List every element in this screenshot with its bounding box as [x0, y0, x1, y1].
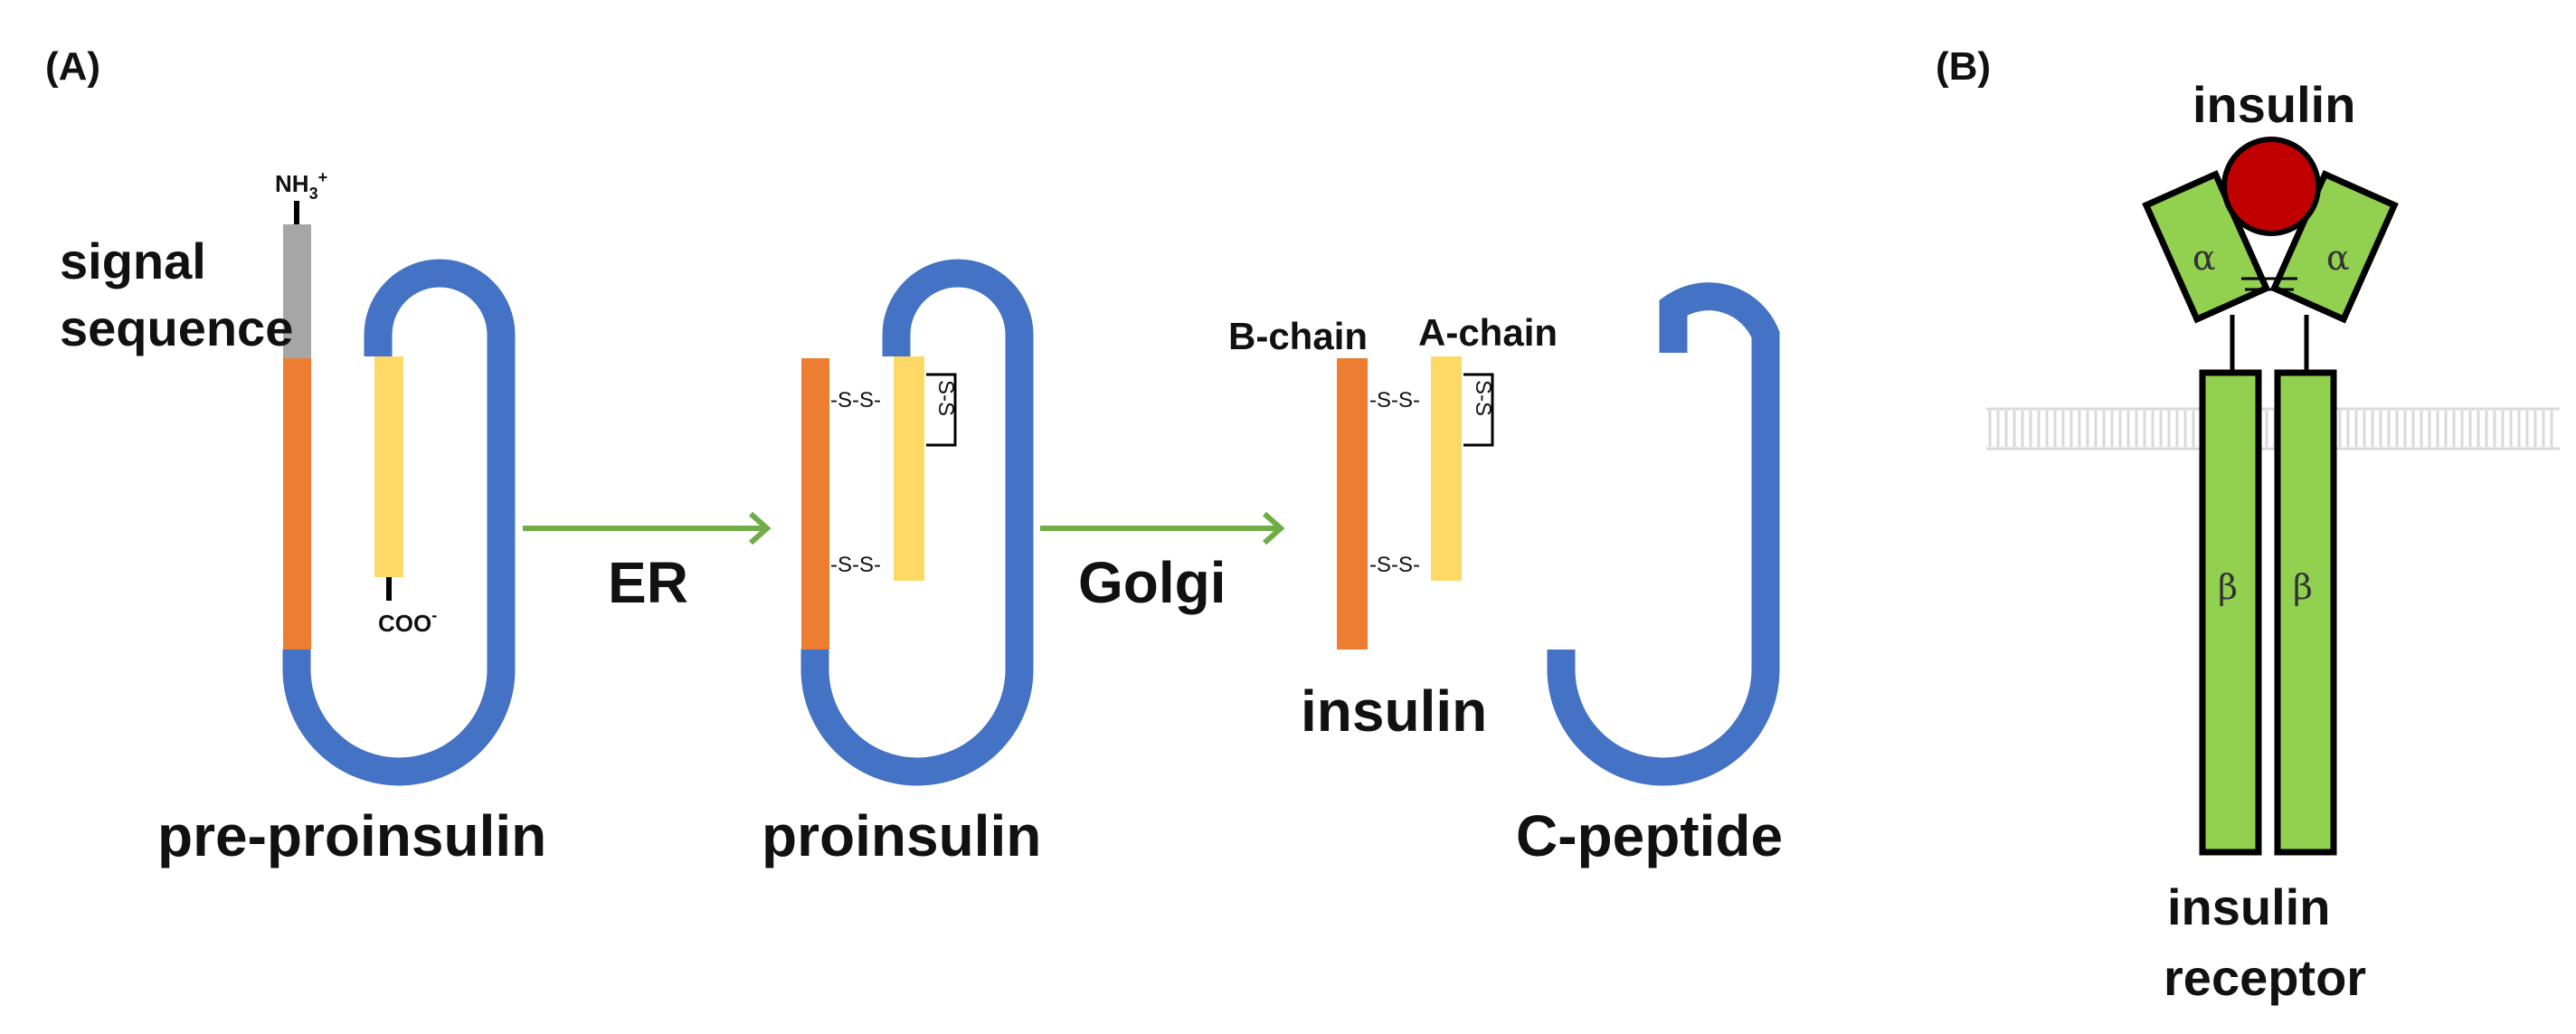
- c-peptide-loop: [282, 259, 516, 786]
- c-peptide-loop: [800, 259, 1034, 786]
- insulin-caption: insulin: [1301, 678, 1487, 744]
- c-peptide: C-peptide: [1516, 282, 1783, 868]
- a-chain-segment: [1431, 356, 1462, 581]
- coo-label: COO-: [378, 606, 437, 637]
- beta-right-label: β: [2293, 567, 2313, 607]
- alpha-right-label: α: [2326, 238, 2350, 278]
- intrachain-bracket: [926, 373, 957, 447]
- intrachain-bracket: [1463, 373, 1494, 447]
- alpha-left-label: α: [2192, 238, 2216, 278]
- disulfide-intrachain: S-S: [1471, 380, 1495, 416]
- a-chain-segment: [374, 356, 403, 577]
- b-chain-segment: [1337, 358, 1368, 650]
- insulin: B-chain A-chain -S-S- -S-S- S-S insulin: [1228, 311, 1558, 744]
- proinsulin-caption: proinsulin: [762, 803, 1041, 868]
- er-label: ER: [608, 550, 688, 615]
- disulfide-intrachain: S-S: [933, 380, 958, 416]
- c-peptide-caption: C-peptide: [1516, 803, 1783, 868]
- signal-label-line2: sequence: [60, 299, 293, 356]
- pre-proinsulin-caption: pre-proinsulin: [157, 803, 546, 868]
- beta-subunit-left: [2199, 369, 2262, 856]
- panel-b-label: (B): [1936, 44, 1991, 89]
- insulin-ball: [2221, 137, 2321, 236]
- beta-left-label: β: [2218, 567, 2238, 607]
- panel-a-label: (A): [45, 44, 100, 89]
- cell-membrane: [1986, 407, 2560, 451]
- a-chain-label: A-chain: [1418, 311, 1558, 354]
- alpha-subunit-left: [2142, 170, 2271, 324]
- b-chain-segment: [283, 358, 311, 650]
- er-arrowhead: [749, 511, 772, 545]
- proinsulin: -S-S- -S-S- S-S proinsulin: [762, 259, 1041, 868]
- golgi-arrowhead: [1263, 511, 1285, 545]
- disulfide-bottom: -S-S-: [830, 553, 881, 577]
- b-chain-segment: [801, 358, 829, 650]
- beta-subunit-right: [2274, 369, 2337, 856]
- receptor-caption-line2: receptor: [2164, 949, 2366, 1006]
- nh3-label: NH3+: [275, 168, 327, 203]
- disulfide-top: -S-S-: [1369, 388, 1420, 413]
- c-peptide-chain: [1547, 282, 1780, 786]
- golgi-label: Golgi: [1078, 550, 1226, 615]
- disulfide-top: -S-S-: [830, 388, 881, 413]
- ligand-label: insulin: [2192, 76, 2355, 133]
- signal-label-line1: signal: [60, 232, 206, 289]
- b-chain-label: B-chain: [1228, 315, 1368, 357]
- receptor-caption-line1: insulin: [2167, 878, 2330, 935]
- pre-proinsulin: NH3+ signal sequence COO- pre-proinsulin: [60, 168, 546, 868]
- alpha-subunit-right: [2269, 170, 2399, 324]
- disulfide-bottom: -S-S-: [1369, 553, 1420, 577]
- signal-sequence-segment: [283, 224, 311, 358]
- a-chain-segment: [894, 356, 924, 581]
